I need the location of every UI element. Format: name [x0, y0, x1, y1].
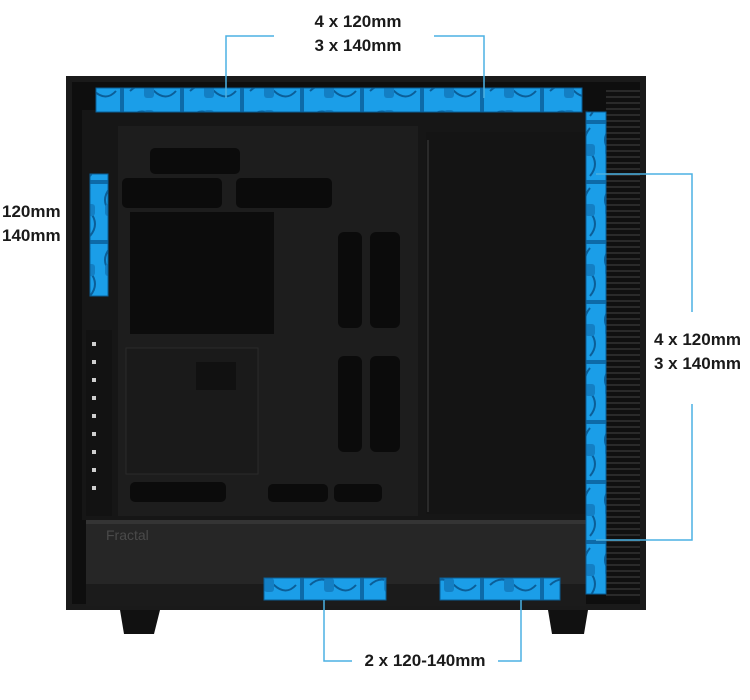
fan-mount-rear	[89, 173, 109, 297]
front-fan-label-line2: 3 x 140mm	[654, 354, 741, 373]
callout-front-bottom	[596, 404, 693, 541]
bottom-fan-label: 2 x 120-140mm	[330, 649, 520, 673]
top-fan-label-line1: 4 x 120mm	[314, 12, 402, 31]
fan-mount-top	[95, 87, 583, 113]
expansion-slots	[86, 330, 112, 516]
fan-mount-front	[585, 111, 607, 595]
callout-front-top	[596, 173, 693, 312]
callout-bottom-right	[498, 600, 522, 662]
case-logo: Fractal	[106, 527, 149, 543]
callout-bottom-left	[323, 600, 352, 662]
fan-mount-bottom-1	[263, 577, 387, 601]
case-foot-right	[548, 610, 588, 634]
case-foot-left	[120, 610, 160, 634]
rear-fan-label-line2: 140mm	[2, 226, 61, 245]
front-grill	[606, 90, 640, 600]
callout-top-left	[225, 35, 274, 98]
top-fan-label: 4 x 120mm 3 x 140mm	[230, 10, 486, 58]
rear-fan-label: 120mm 140mm	[2, 200, 61, 248]
front-fan-label: 4 x 120mm 3 x 140mm	[654, 328, 741, 376]
rear-fan-label-line1: 120mm	[2, 202, 61, 221]
front-fan-label-line1: 4 x 120mm	[654, 330, 741, 349]
top-fan-label-line2: 3 x 140mm	[314, 36, 402, 55]
psu-shroud	[86, 520, 586, 584]
fan-mount-bottom-2	[439, 577, 561, 601]
bottom-fan-label-line1: 2 x 120-140mm	[364, 651, 486, 670]
callout-top-right	[434, 35, 485, 98]
